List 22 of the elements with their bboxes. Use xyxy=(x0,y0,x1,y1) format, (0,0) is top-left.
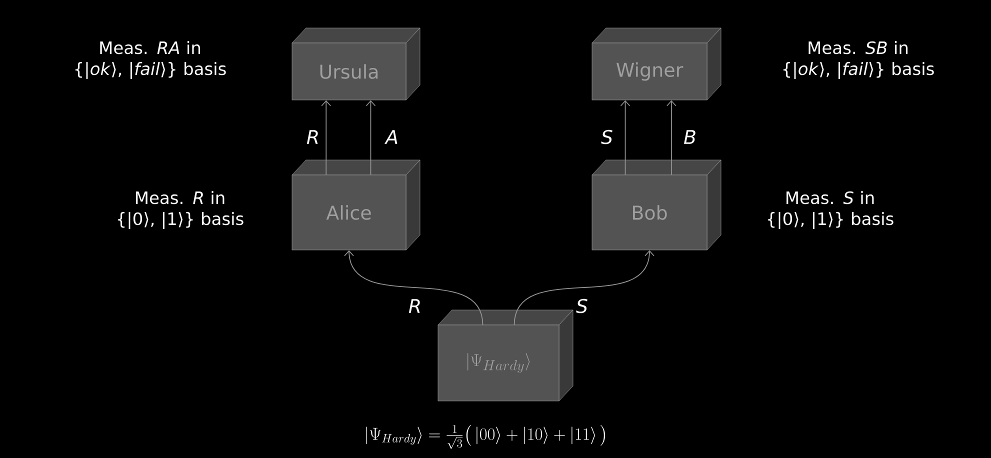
annotation-text: Meas. S in {|0⟩, |1⟩} basis xyxy=(768,191,894,229)
arrow xyxy=(514,250,654,326)
arrow xyxy=(366,100,376,176)
edge-label: B xyxy=(684,130,696,144)
arrow xyxy=(321,100,332,176)
box-3d: $|\Psi_{Hardy}\rangle$ xyxy=(438,310,574,402)
equation: $|\Psi_{Hardy}\rangle = \frac{1}{\sqrt{3}}\big(\,|00\rangle + |10\rangle + |11\rangle\,\big)$ xyxy=(366,424,606,449)
edge-label: S xyxy=(601,130,612,144)
box-3d: Bob xyxy=(592,160,722,250)
edge-label: S xyxy=(576,298,588,314)
edge-label: R xyxy=(306,130,318,144)
edge-label: R xyxy=(408,299,420,313)
annotation-text: Meas. SB in {|ok⟩, |fail⟩} basis xyxy=(783,41,934,79)
edge-label: A xyxy=(384,130,398,144)
box-3d: Wigner xyxy=(592,28,722,100)
box-3d: Alice xyxy=(292,160,420,250)
arrow xyxy=(666,100,676,176)
arrow xyxy=(620,100,630,176)
annotation-text: Meas. R in {|0⟩, |1⟩} basis xyxy=(118,191,244,229)
box-3d: Ursula xyxy=(292,28,420,100)
annotation-text: Meas. RA in {|ok⟩, |fail⟩} basis xyxy=(75,41,226,79)
arrow xyxy=(344,250,484,326)
